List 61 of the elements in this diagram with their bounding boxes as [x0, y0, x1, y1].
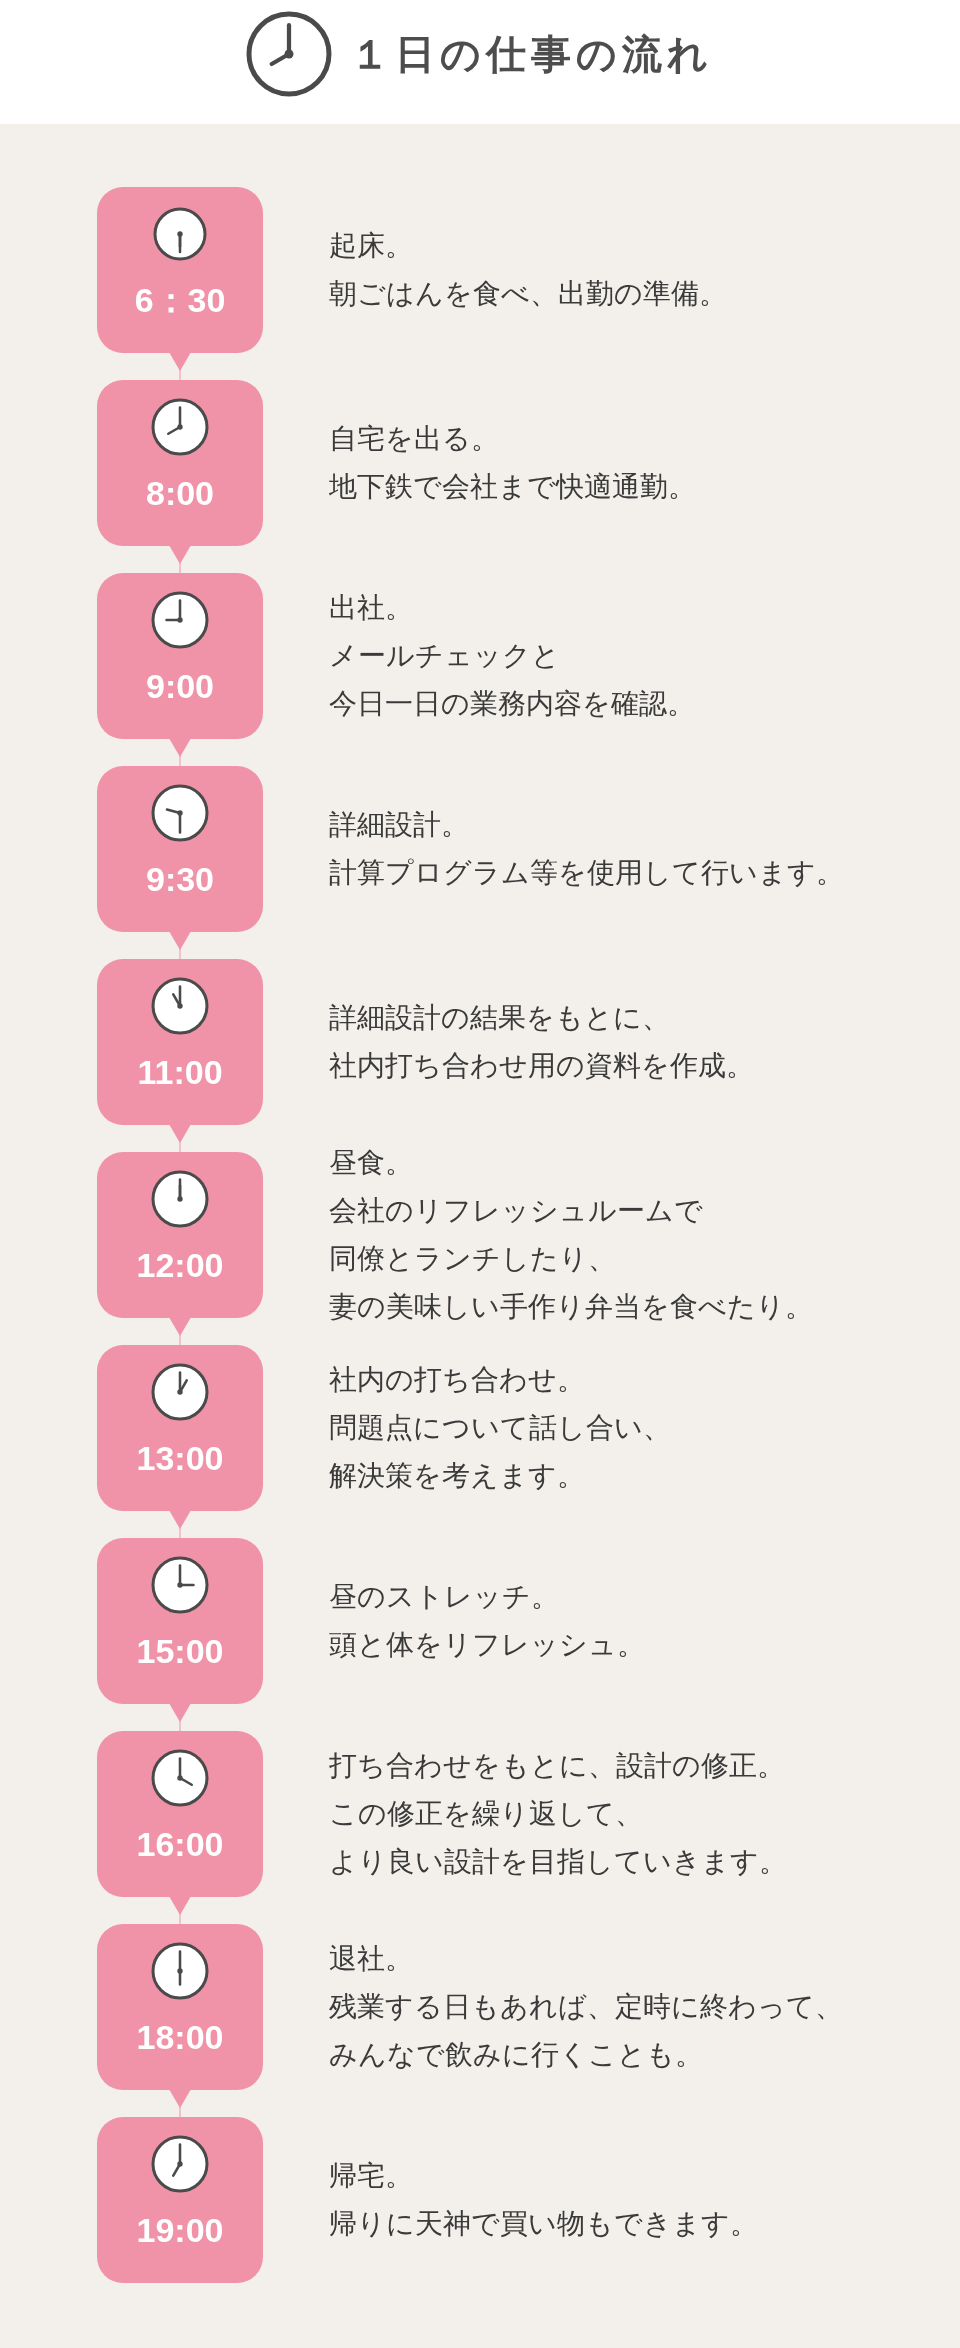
pointer-arrow: [169, 1124, 191, 1153]
time-card: [97, 380, 263, 546]
description-text: 出社。: [329, 590, 413, 626]
description-text: 昼食。: [329, 1145, 413, 1181]
description-text: 地下鉄で会社まで快適通勤。: [329, 469, 696, 505]
time-card: [97, 1152, 263, 1318]
description-text: 妻の美味しい手作り弁当を食べたり。: [329, 1289, 813, 1325]
time-card: [97, 1345, 263, 1511]
description-text: 問題点について話し合い、: [329, 1410, 671, 1446]
description-text: 社内打ち合わせ用の資料を作成。: [329, 1048, 754, 1084]
time-label: 12:00: [136, 1245, 224, 1285]
time-label: 11:00: [137, 1052, 223, 1092]
description-text: 残業する日もあれば、定時に終わって、: [329, 1989, 843, 2025]
description-text: 退社。: [329, 1941, 413, 1977]
description-text: 詳細設計の結果をもとに、: [329, 1000, 670, 1036]
description-text: 昼のストレッチ。: [329, 1579, 559, 1615]
time-card: [97, 959, 263, 1125]
time-label: 8:00: [145, 473, 215, 513]
pointer-arrow: [169, 2089, 191, 2118]
description-text: みんなで飲みに行くことも。: [329, 2037, 703, 2073]
time-label: 18:00: [136, 2017, 224, 2057]
description-text: 打ち合わせをもとに、設計の修正。: [329, 1748, 785, 1784]
time-label: 13:00: [136, 1438, 224, 1478]
description-text: 今日一日の業務内容を確認。: [329, 686, 695, 722]
pointer-arrow: [169, 1317, 191, 1346]
time-card: [97, 1538, 263, 1704]
time-card: [97, 2117, 263, 2283]
description-text: 解決策を考えます。: [329, 1458, 585, 1494]
description-text: 頭と体をリフレッシュ。: [329, 1627, 645, 1663]
description-text: 詳細設計。: [329, 807, 469, 843]
time-label: 6：30: [134, 280, 226, 320]
description-text: この修正を繰り返して、: [329, 1796, 643, 1832]
time-label: 16:00: [136, 1824, 224, 1864]
page-title: １日の仕事の流れ: [350, 30, 713, 78]
pointer-arrow: [169, 738, 191, 767]
description-text: 同僚とランチしたり、: [329, 1241, 616, 1277]
description-text: 起床。: [329, 228, 413, 264]
pointer-arrow: [169, 545, 191, 574]
time-card: [97, 1731, 263, 1897]
time-card: [97, 766, 263, 932]
description-text: 自宅を出る。: [329, 421, 499, 457]
description-text: 帰りに天神で買い物もできます。: [329, 2206, 758, 2242]
time-card: [97, 1924, 263, 2090]
time-card: [97, 187, 263, 353]
description-text: 帰宅。: [329, 2158, 413, 2194]
description-text: メールチェックと: [329, 638, 560, 674]
pointer-arrow: [169, 1703, 191, 1732]
pointer-arrow: [169, 931, 191, 960]
time-card: [97, 573, 263, 739]
pointer-arrow: [169, 1510, 191, 1539]
pointer-arrow: [169, 352, 191, 381]
time-label: 9:30: [145, 859, 215, 899]
description-text: 朝ごはんを食べ、出勤の準備。: [329, 276, 727, 312]
description-text: 計算プログラム等を使用して行います。: [329, 855, 844, 891]
time-label: 19:00: [136, 2210, 224, 2250]
description-text: より良い設計を目指していきます。: [329, 1844, 787, 1880]
time-label: 15:00: [136, 1631, 224, 1671]
time-label: 9:00: [145, 666, 215, 706]
description-text: 会社のリフレッシュルームで: [329, 1193, 703, 1229]
description-text: 社内の打ち合わせ。: [329, 1362, 585, 1398]
pointer-arrow: [169, 1896, 191, 1925]
